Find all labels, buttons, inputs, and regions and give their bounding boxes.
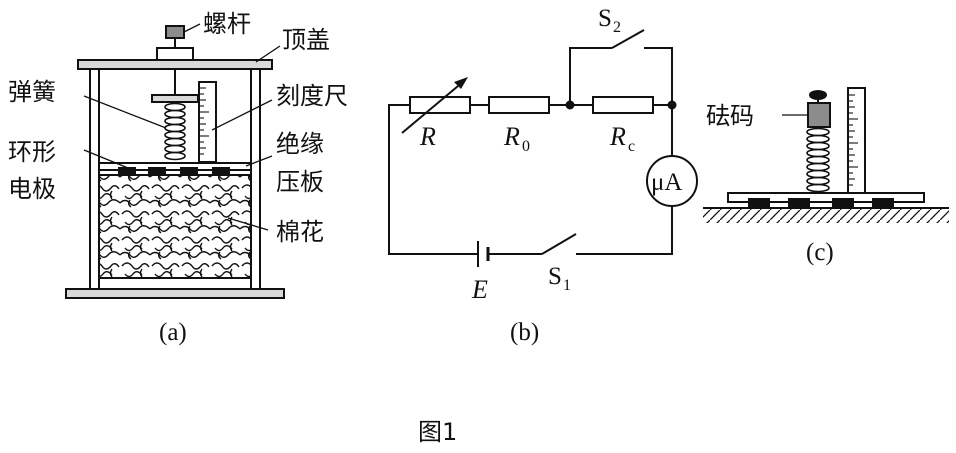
label-E: E (471, 275, 488, 304)
resistor-R0 (488, 96, 550, 114)
label-Rc: R (609, 122, 626, 151)
label-spring: 弹簧 (8, 78, 56, 106)
caption-a: (a) (159, 319, 187, 346)
rheostat-arrow (401, 80, 465, 134)
right-rod (250, 68, 261, 290)
screw-knob (165, 25, 185, 39)
weight-block (807, 102, 831, 128)
wire-top-left (388, 104, 478, 255)
wire-meter-down (576, 206, 673, 255)
rheostat-arrowhead (454, 77, 468, 89)
panel-b (388, 29, 698, 267)
label-S1-sub: 1 (563, 277, 571, 294)
label-top-cover: 顶盖 (282, 26, 330, 54)
base-plate-c (727, 192, 925, 203)
screw-nut (156, 47, 194, 61)
insulating-plate (98, 162, 252, 171)
wire-s2-left (569, 47, 612, 105)
panel-c (703, 87, 949, 223)
label-weight: 砝码 (706, 102, 754, 130)
base-plate (65, 288, 285, 299)
figure-title: 图1 (418, 418, 457, 446)
spring-top-plate (151, 94, 199, 103)
label-ring-electrode-2: 电极 (8, 175, 56, 203)
scale-ticks-c (848, 94, 858, 186)
resistor-R (409, 96, 471, 114)
label-R0: R (503, 122, 520, 151)
microammeter (646, 155, 698, 207)
resistor-Rc (592, 96, 654, 114)
spring (164, 102, 186, 161)
node-right (667, 100, 677, 110)
label-microammeter: μA (651, 169, 682, 196)
ring-electrodes (118, 167, 230, 175)
label-insulating-1: 绝缘 (276, 130, 324, 158)
label-ring-electrode-1: 环形 (8, 138, 56, 166)
caption-c: (c) (806, 239, 834, 266)
ground-hatch (703, 208, 949, 223)
label-R0-sub: 0 (522, 138, 530, 155)
label-S1: S (548, 263, 562, 290)
wire-s2-right (644, 47, 673, 105)
scale-ticks (199, 87, 209, 155)
inner-base (98, 277, 252, 290)
label-screw: 螺杆 (203, 10, 251, 38)
label-insulating-2: 压板 (276, 168, 324, 196)
label-R: R (419, 122, 436, 151)
cotton (98, 174, 252, 279)
switch-S2-blade (611, 29, 645, 49)
leader-lines-a (83, 23, 281, 231)
panel-a (65, 23, 285, 299)
label-S2-sub: 2 (613, 19, 621, 36)
ring-electrodes-c (748, 198, 894, 208)
label-cotton: 棉花 (276, 218, 324, 246)
spring-c (806, 127, 830, 193)
node-left (565, 100, 575, 110)
caption-b: (b) (510, 319, 539, 346)
switch-S1-blade (541, 233, 577, 255)
label-Rc-sub: c (628, 138, 635, 155)
label-scale: 刻度尺 (276, 82, 348, 110)
weight-knob (809, 90, 827, 100)
scale-ruler-c (847, 87, 866, 194)
top-cover (77, 59, 273, 70)
label-S2: S (598, 5, 612, 32)
